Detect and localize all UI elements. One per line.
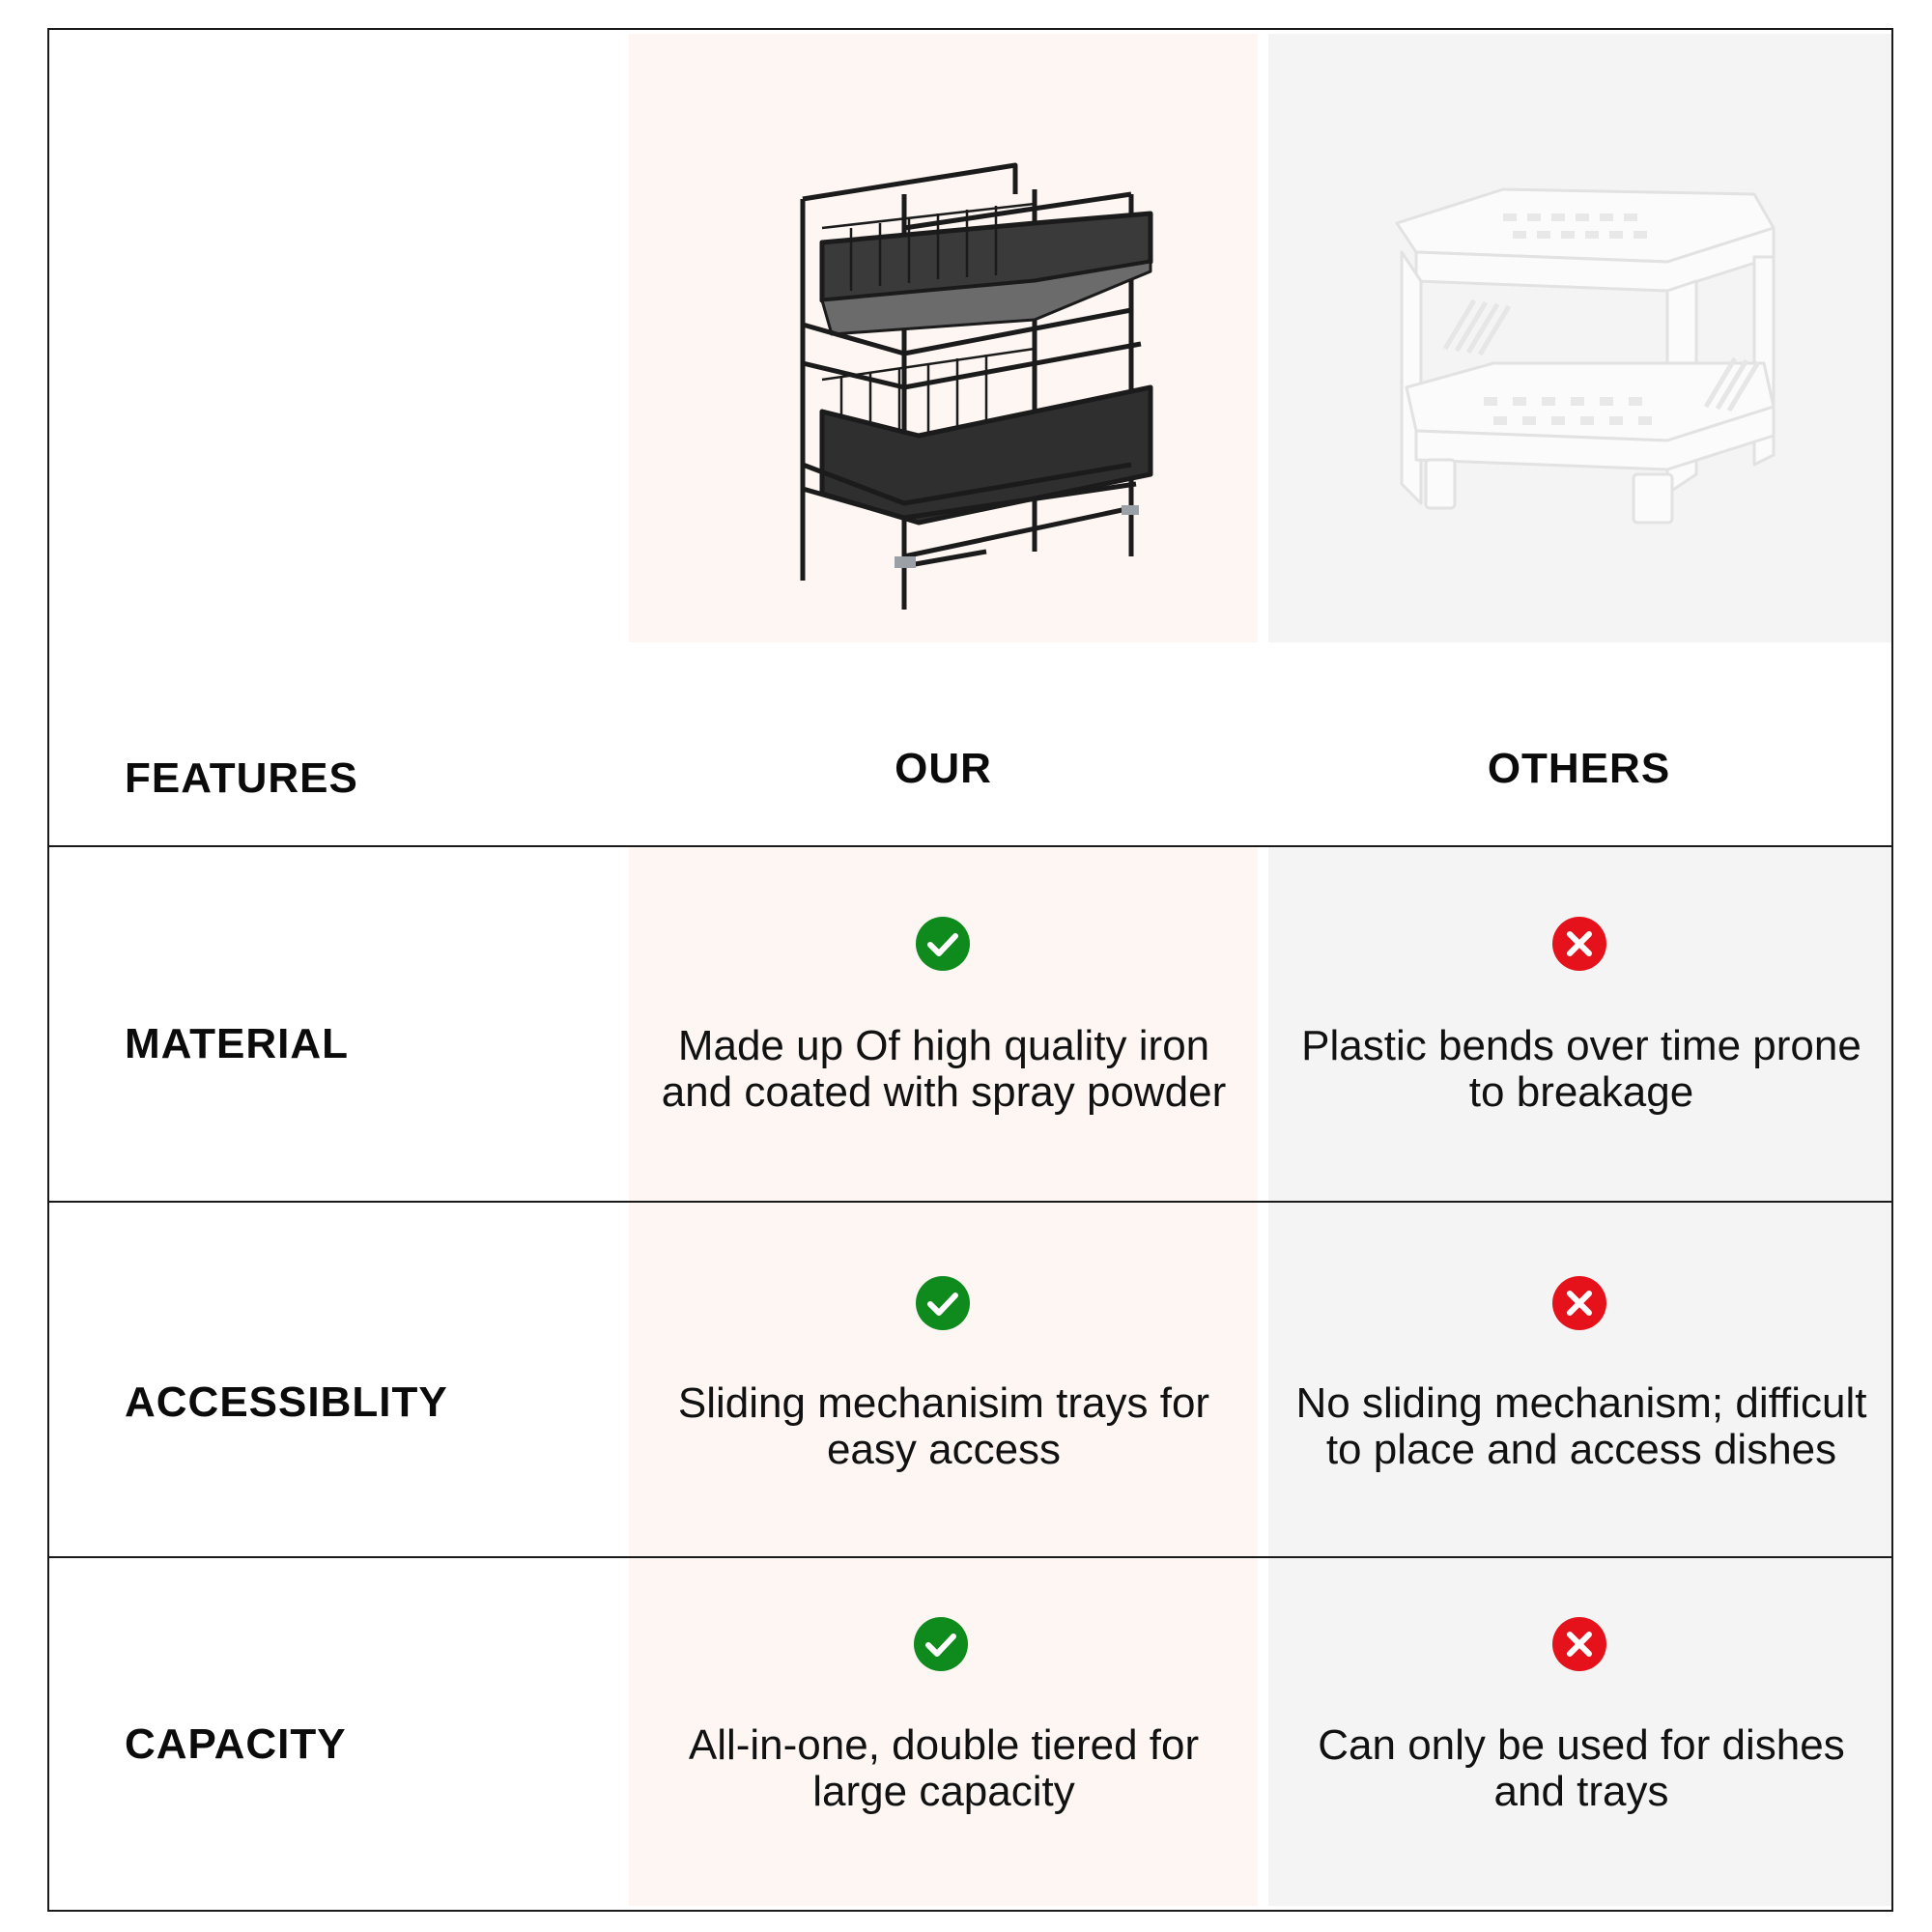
- cross-icon: [1552, 1617, 1606, 1671]
- check-icon: [916, 917, 970, 971]
- others-header: OTHERS: [1487, 745, 1671, 792]
- our-capacity-text: All-in-one, double tiered for large capa…: [688, 1721, 1200, 1815]
- row-divider: [49, 845, 1891, 847]
- others-capacity-text: Can only be used for dishes and trays: [1318, 1721, 1845, 1815]
- our-header: OUR: [895, 745, 992, 792]
- feature-label-accessibility: ACCESSIBLITY: [125, 1378, 448, 1426]
- cross-icon: [1552, 1276, 1606, 1330]
- others-product-image: [1395, 187, 1776, 525]
- row-divider: [49, 1201, 1891, 1203]
- our-product-image: [800, 162, 1153, 610]
- feature-label-material: MATERIAL: [125, 1020, 350, 1067]
- features-header: FEATURES: [125, 754, 358, 802]
- others-material-text: Plastic bends over time prone to breakag…: [1301, 1022, 1861, 1116]
- others-accessibility-text: No sliding mechanism; difficult to place…: [1295, 1379, 1867, 1473]
- check-icon: [916, 1276, 970, 1330]
- our-accessibility-text: Sliding mechanisim trays for easy access: [677, 1379, 1210, 1473]
- comparison-table: FEATURES OUR OTHERS MATERIAL Made up Of …: [47, 28, 1893, 1912]
- our-material-text: Made up Of high quality iron and coated …: [661, 1022, 1227, 1116]
- cross-icon: [1552, 917, 1606, 971]
- feature-label-capacity: CAPACITY: [125, 1720, 347, 1768]
- check-icon: [914, 1617, 968, 1671]
- row-divider: [49, 1556, 1891, 1558]
- header-label-band: [629, 642, 1891, 845]
